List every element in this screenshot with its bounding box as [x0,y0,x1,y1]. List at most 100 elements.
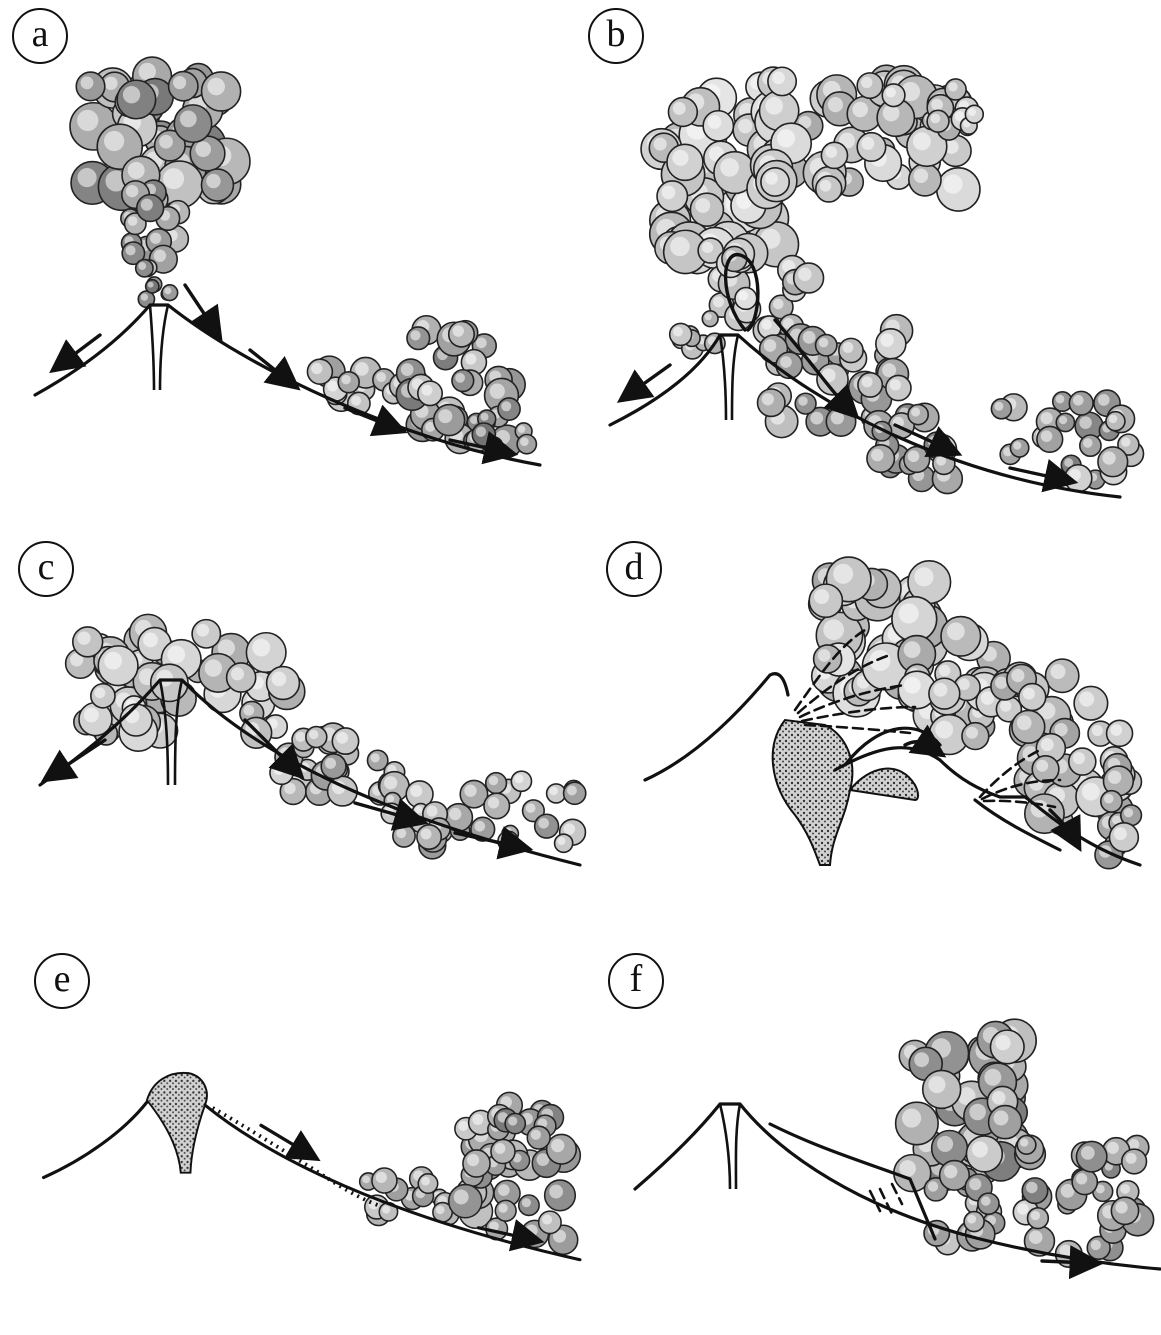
cloud-puff-highlight [890,379,901,390]
cloud-puff-highlight [1108,771,1121,784]
cloud-puff-highlight [396,828,406,838]
cloud-puff-highlight [474,821,485,832]
collapsing-column-cloud [641,65,983,359]
cloud-puff-highlight [930,114,940,124]
cloud-puff-highlight [1098,394,1110,406]
cloud-puff-highlight [1109,415,1118,424]
cloud-puff-highlight [501,401,511,411]
cloud-puff-highlight [415,806,422,813]
cloud-puff-highlight [935,721,953,739]
cloud-puff-highlight [1115,1201,1127,1213]
cloud-puff-highlight [943,174,962,193]
cloud-puff-highlight [673,102,686,115]
cloud-puff-highlight [820,180,832,192]
cloud-puff-highlight [1031,1211,1040,1220]
panel-e-drawing [0,935,580,1335]
cloud-puff-highlight [520,437,529,446]
cloud-puff-highlight [273,765,283,775]
cloud-puff-highlight [1000,701,1011,712]
cloud-puff-highlight [1083,438,1093,448]
cloud-puff-highlight [453,325,464,336]
cloud-puff-highlight [139,63,156,80]
cloud-puff-highlight [557,837,565,845]
cloud-puff-highlight [1082,783,1100,801]
cloud-puff-highlight [1120,1184,1130,1194]
cloud-puff-highlight [765,172,778,185]
cloud-puff-highlight [104,652,122,670]
cloud-puff-highlight [928,1181,938,1191]
cloud-puff-highlight [738,119,752,133]
cloud-puff-highlight [886,87,896,97]
panel-label-text: b [607,15,626,53]
cloud-puff-highlight [141,294,148,301]
cloud-puff-highlight [1036,760,1048,772]
cloud-puff-highlight [449,808,461,820]
panel-f-drawing [580,935,1160,1335]
cloud-puff-highlight [128,162,145,179]
cloud-puff-highlight [882,363,896,377]
cloud-puff-highlight [883,105,900,122]
cloud-puff-highlight [662,185,676,199]
panel-label-text: a [32,15,49,53]
secondary-dome [850,769,918,800]
panel-label: d [606,541,662,597]
cloud-puff-highlight [803,331,816,344]
cloud-puff-highlight [325,758,336,769]
cloud-puff-highlight [1081,1146,1095,1160]
cloud-puff-highlight [531,1130,541,1140]
cloud-puff-highlight [798,396,807,405]
panel-c-drawing [0,535,580,935]
cloud-puff-highlight [549,787,558,796]
cloud-puff-highlight [761,319,771,329]
cloud-puff-highlight [467,1154,479,1166]
cloud-puff-highlight [819,338,829,348]
cloud-puff-highlight [84,708,99,723]
cloud-puff-highlight [773,299,784,310]
cloud-puff-highlight [1107,1142,1119,1154]
cloud-puff-highlight [77,168,96,187]
cloud-puff-highlight [525,1224,537,1236]
dashed-fracture-lines [870,1184,902,1214]
cloud-puff-highlight [968,108,976,116]
cloud-puff-highlight [490,384,505,399]
cloud-puff-highlight [77,110,98,131]
cloud-puff-highlight [508,1117,517,1126]
cloud-puff-highlight [205,659,222,676]
cloud-puff-highlight [1126,1153,1137,1164]
cloud-puff-highlight [154,250,166,262]
panel-f: f [580,935,1160,1335]
cloud-puff-highlight [969,1104,986,1121]
cloud-puff-highlight [818,649,831,662]
cloud-puff-highlight [861,137,874,150]
cloud-puff-highlight [551,1139,564,1152]
cloud-puff-highlight [489,776,498,785]
cloud-puff-highlight [947,622,965,640]
flow-arrow [628,365,670,395]
blast-cloud [809,557,1142,869]
panel-c: c [0,535,580,935]
cloud-puff-highlight [454,1190,469,1205]
cloud-puff-highlight [899,1160,916,1177]
cloud-puff-highlight [173,76,186,89]
cloud-puff-highlight [1020,1138,1028,1146]
panel-e: e [0,935,580,1335]
cloud-puff-highlight [765,97,783,115]
volcano-conduit [720,335,738,420]
cloud-puff-highlight [713,296,724,307]
cloud-puff-highlight [772,72,785,85]
cloud-puff-highlight [128,216,138,226]
cloud-puff-highlight [362,1176,370,1184]
cloud-puff-highlight [470,416,478,424]
cloud-puff-highlight [908,450,920,462]
cloud-puff-highlight [937,1136,953,1152]
cloud-puff-highlight [387,795,394,802]
cloud-puff-highlight [1017,715,1032,730]
cloud-puff-highlight [167,646,185,664]
cloud-puff-highlight [762,393,774,405]
cloud-puff-highlight [206,174,220,188]
cloud-puff-highlight [1011,669,1024,682]
panel-d: d [580,535,1160,935]
cloud-puff-highlight [488,797,499,808]
cloud-puff-highlight [931,99,943,111]
panel-a: a [0,0,580,400]
